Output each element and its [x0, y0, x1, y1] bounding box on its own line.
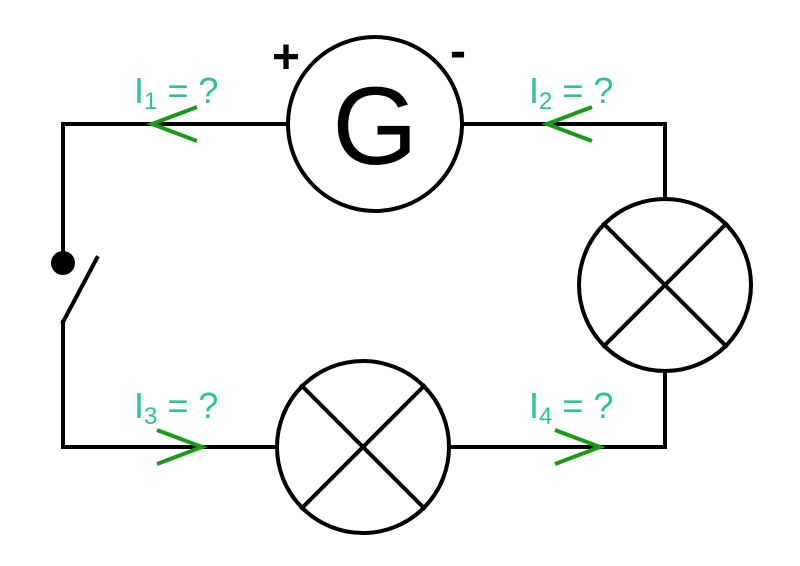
label-i3-rest: = ?: [157, 385, 218, 426]
label-i1-letter: I: [134, 70, 144, 111]
current-labels: I1 = ? I2 = ? I3 = ? I4 = ?: [134, 70, 613, 430]
lamp-right-cross-b: [601, 221, 729, 349]
label-i2-index: 2: [539, 88, 552, 115]
arrow-i3-right: [156, 428, 208, 466]
switch-contact-dot: [51, 251, 75, 275]
label-i1: I1 = ?: [134, 70, 218, 115]
arrow-i2-left: [541, 105, 593, 143]
generator: G + -: [272, 25, 466, 213]
label-i1-rest: = ?: [157, 70, 218, 111]
generator-circle: [286, 35, 464, 213]
label-i4: I4 = ?: [529, 385, 613, 430]
arrow-i4-right: [554, 428, 606, 466]
generator-minus: -: [450, 25, 466, 78]
arrow-i1-left: [146, 105, 198, 143]
current-arrows: [146, 105, 606, 466]
lamp-right: [577, 197, 753, 373]
label-i3-letter: I: [134, 385, 144, 426]
label-i2-letter: I: [529, 70, 539, 111]
generator-symbol: G: [332, 65, 418, 188]
label-i4-index: 4: [539, 403, 552, 430]
label-i4-letter: I: [529, 385, 539, 426]
label-i2-rest: = ?: [552, 70, 613, 111]
generator-plus: +: [272, 31, 300, 84]
label-i2: I2 = ?: [529, 70, 613, 115]
label-i1-index: 1: [144, 88, 157, 115]
wires: [61, 122, 667, 449]
label-i3-index: 3: [144, 403, 157, 430]
switch-lever: [60, 255, 100, 325]
label-i3: I3 = ?: [134, 385, 218, 430]
lamp-bottom: [275, 359, 451, 535]
lamp-bottom-cross-b: [299, 383, 427, 511]
switch: [51, 251, 100, 325]
label-i4-rest: = ?: [552, 385, 613, 426]
